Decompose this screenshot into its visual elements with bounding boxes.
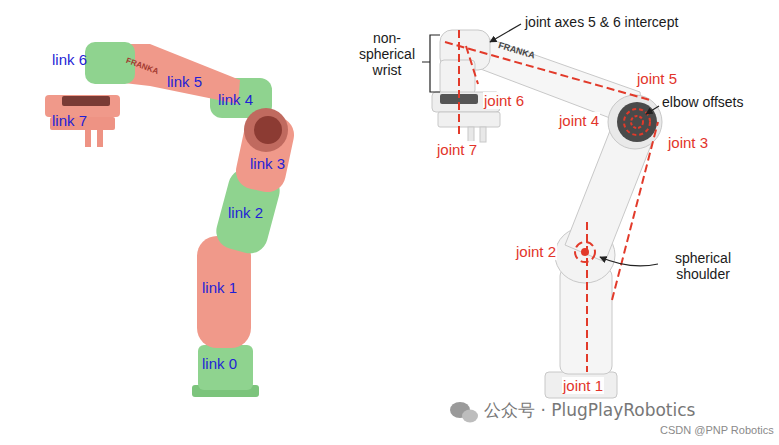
joint-disc	[244, 108, 288, 152]
joint-label: joint 4	[558, 112, 600, 129]
axis-4-inner	[631, 116, 643, 128]
colored-robot	[45, 42, 297, 397]
link-label: link 2	[228, 204, 263, 221]
gripper-finger	[85, 130, 91, 147]
link-label: link 7	[52, 112, 87, 129]
gripper-finger	[468, 127, 474, 142]
axis-2	[575, 242, 595, 262]
gripper-finger	[480, 127, 486, 142]
axis-5	[445, 42, 650, 100]
watermark: CSDN @PNP Robotics	[660, 424, 774, 437]
link-0-shape	[198, 345, 253, 390]
base	[545, 372, 617, 398]
bracket	[422, 35, 440, 92]
axis-2-center	[581, 248, 589, 256]
link-label: link 0	[202, 355, 237, 372]
annotation: non-spherical wrist	[355, 30, 419, 78]
joint-disc-inner	[254, 116, 282, 144]
wrist	[440, 60, 475, 94]
link-label: link 5	[167, 73, 202, 90]
axis-1	[586, 222, 588, 372]
wechat-icon	[450, 402, 478, 423]
white-robot	[432, 30, 662, 398]
bubble	[462, 410, 478, 423]
gripper-finger	[97, 130, 103, 147]
joint-label: joint 6	[483, 92, 525, 109]
axis-7	[458, 30, 460, 137]
joint-label: joint 7	[436, 141, 478, 158]
gripper-body	[438, 112, 500, 127]
leader-line	[646, 106, 659, 114]
elbow	[608, 95, 662, 149]
gripper-band	[62, 96, 110, 106]
axis-3	[612, 122, 658, 300]
joint-axes	[445, 30, 658, 372]
link-label: link 1	[202, 279, 237, 296]
joint-label: joint 5	[636, 70, 678, 87]
axis-4	[624, 109, 650, 135]
link-label: link 3	[250, 155, 285, 172]
link-1-shape	[197, 236, 251, 348]
link-label: link 4	[218, 91, 253, 108]
joint-label: joint 2	[515, 243, 557, 260]
link-label: link 6	[52, 51, 87, 68]
watermark: 公众号 · PlugPlayRobotics	[484, 401, 695, 421]
joint-label: joint 3	[667, 134, 709, 151]
annotation: spherical shoulder	[662, 250, 744, 282]
leader-line	[490, 24, 521, 42]
joint-label: joint 1	[562, 377, 604, 394]
axis-6	[466, 46, 478, 84]
annotation: joint axes 5 & 6 intercept	[525, 14, 678, 30]
elbow-disc	[617, 102, 657, 142]
link-3-shape	[233, 111, 298, 196]
leader-line	[600, 257, 658, 266]
annotation: elbow offsets	[662, 94, 743, 110]
